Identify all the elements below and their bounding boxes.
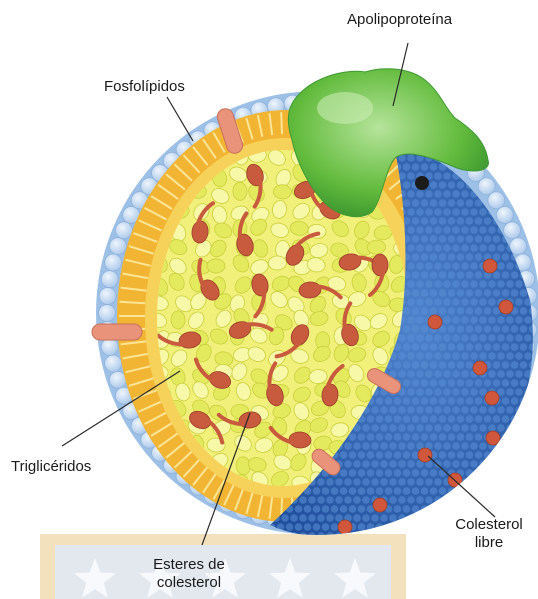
- label-colesterol-line2: libre: [446, 534, 532, 552]
- leader-fosfolipidos: [167, 97, 193, 141]
- label-trigliceridos: Triglicéridos: [11, 458, 91, 476]
- label-fosfolipidos: Fosfolípidos: [104, 78, 185, 96]
- label-esteres-line2: colesterol: [134, 574, 244, 592]
- label-colesterol-line1: Colesterol: [446, 516, 532, 534]
- dark-particle: [415, 176, 429, 190]
- label-colesterol-libre: Colesterol libre: [446, 516, 532, 552]
- label-apolipoproteina: Apolipoproteína: [347, 11, 452, 29]
- label-esteres-de-colesterol: Esteres de colesterol: [134, 556, 244, 592]
- label-esteres-line1: Esteres de: [134, 556, 244, 574]
